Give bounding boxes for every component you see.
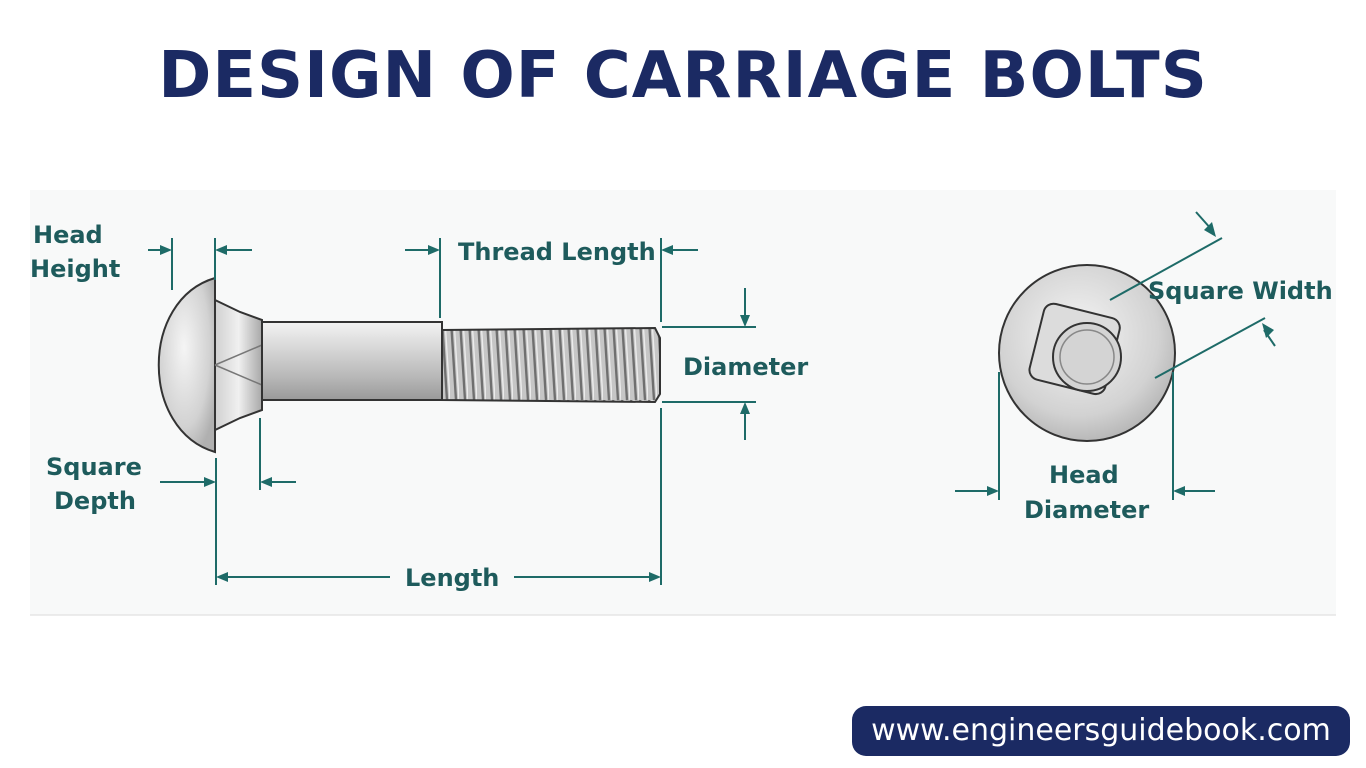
diameter-label: Diameter	[683, 353, 808, 381]
length-label: Length	[405, 564, 499, 592]
square-depth-label-line2: Depth	[54, 487, 136, 515]
website-badge: www.engineersguidebook.com	[852, 706, 1350, 756]
thread-length-dimension	[405, 238, 698, 322]
bolt-head-top-view-icon	[998, 264, 1176, 442]
square-width-dimension	[1109, 211, 1276, 379]
bolt-side-view-icon	[157, 276, 661, 454]
square-width-label: Square Width	[1148, 277, 1333, 305]
diameter-dimension	[662, 288, 756, 440]
head-height-dimension	[148, 238, 252, 290]
page-title: DESIGN OF CARRIAGE BOLTS	[158, 39, 1208, 113]
head-diameter-dimension	[955, 372, 1215, 500]
length-dimension	[216, 408, 662, 585]
square-depth-dimension	[160, 418, 296, 585]
head-height-label-line1: Head	[33, 221, 103, 249]
head-diameter-label-line2: Diameter	[1024, 496, 1149, 524]
head-diameter-label-line1: Head	[1049, 461, 1119, 489]
thread-length-label: Thread Length	[458, 238, 656, 266]
square-depth-label-line1: Square	[46, 453, 142, 481]
head-height-label-line2: Height	[30, 255, 120, 283]
